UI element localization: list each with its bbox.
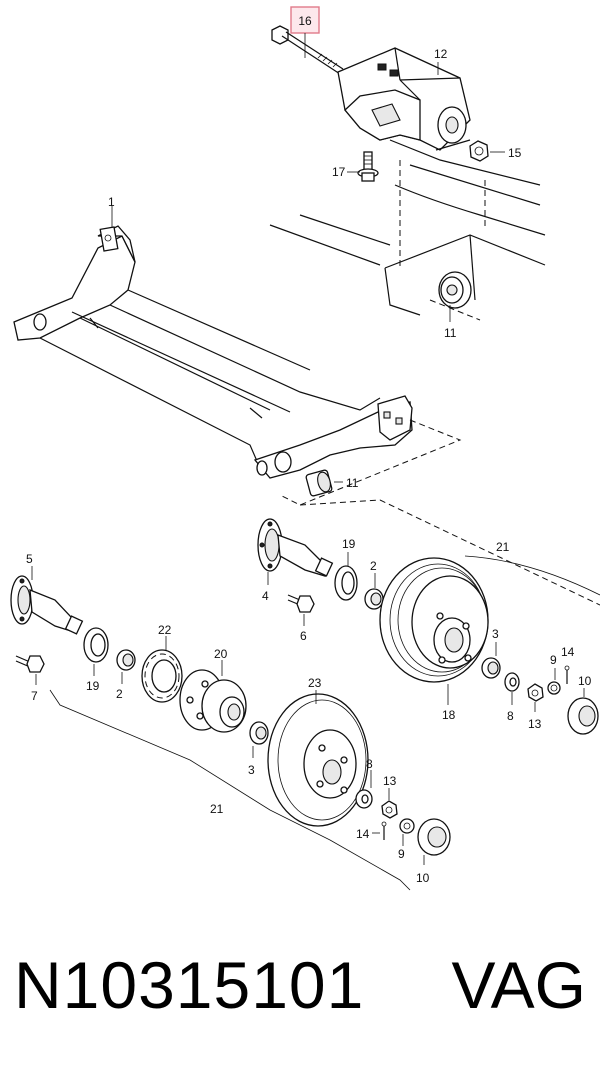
lock-ring-9-upper[interactable] bbox=[547, 681, 561, 695]
nut-13-upper[interactable] bbox=[527, 683, 544, 702]
stub-axle-4[interactable] bbox=[257, 518, 334, 577]
bearing-2-upper[interactable] bbox=[364, 588, 384, 610]
hub-20[interactable] bbox=[179, 669, 247, 733]
callout-15: 15 bbox=[508, 146, 522, 160]
cap-10-upper[interactable] bbox=[567, 697, 599, 735]
part-number-text: N10315101 bbox=[14, 948, 365, 1022]
callout-8-upper: 8 bbox=[507, 709, 514, 723]
callout-13-lower: 13 bbox=[383, 774, 397, 788]
callout-11-lower: 11 bbox=[346, 476, 359, 490]
callout-10-upper: 10 bbox=[578, 674, 592, 688]
abs-ring-22[interactable] bbox=[141, 649, 183, 703]
callout-23: 23 bbox=[308, 676, 322, 690]
exploded-parts-diagram: 16 12 15 17 bbox=[10, 6, 600, 891]
brake-disc-23[interactable] bbox=[267, 693, 369, 827]
seal-19-upper[interactable] bbox=[334, 565, 358, 601]
bushing-11-lower[interactable] bbox=[305, 469, 333, 497]
callout-8-lower: 8 bbox=[366, 757, 373, 771]
callout-14-lower: 14 bbox=[356, 827, 370, 841]
callout-14-upper: 14 bbox=[561, 645, 575, 659]
callout-9-upper: 9 bbox=[550, 653, 557, 667]
callout-11-upper: 11 bbox=[444, 326, 457, 340]
nut-13-lower[interactable] bbox=[381, 800, 398, 819]
cotter-pin-14-lower[interactable] bbox=[381, 821, 387, 840]
washer-8-upper[interactable] bbox=[504, 672, 520, 692]
callout-20: 20 bbox=[214, 647, 228, 661]
lock-ring-9-lower[interactable] bbox=[399, 818, 415, 834]
bolt-7[interactable] bbox=[15, 655, 45, 673]
callout-21-lower: 21 bbox=[210, 802, 224, 816]
bracket-12[interactable] bbox=[337, 47, 471, 151]
brake-drum-18[interactable] bbox=[379, 557, 489, 683]
callout-3-upper: 3 bbox=[492, 627, 499, 641]
callout-13-upper: 13 bbox=[528, 717, 542, 731]
callout-2-lower: 2 bbox=[116, 687, 123, 701]
bearing-3-upper[interactable] bbox=[481, 657, 501, 679]
callout-16: 16 bbox=[298, 14, 312, 28]
callout-18: 18 bbox=[442, 708, 456, 722]
footer: N10315101 VAG bbox=[0, 940, 600, 1040]
callout-19-lower: 19 bbox=[86, 679, 100, 693]
axle-beam-1[interactable] bbox=[13, 225, 413, 479]
callout-21-upper: 21 bbox=[496, 540, 510, 554]
seal-19-lower[interactable] bbox=[83, 627, 109, 663]
bolt-6[interactable] bbox=[287, 594, 315, 613]
callout-17: 17 bbox=[332, 165, 346, 179]
callout-7: 7 bbox=[31, 689, 38, 703]
callout-6: 6 bbox=[300, 629, 307, 643]
bolt-17[interactable] bbox=[357, 151, 379, 182]
callout-12: 12 bbox=[434, 47, 448, 61]
cap-10-lower[interactable] bbox=[417, 818, 451, 856]
bearing-2-lower[interactable] bbox=[116, 649, 136, 671]
callout-3-lower: 3 bbox=[248, 763, 255, 777]
callout-4: 4 bbox=[262, 589, 269, 603]
callout-9-lower: 9 bbox=[398, 847, 405, 861]
bearing-3-lower[interactable] bbox=[249, 721, 269, 745]
callout-2-upper: 2 bbox=[370, 559, 377, 573]
washer-8-lower[interactable] bbox=[355, 789, 373, 809]
nut-15[interactable] bbox=[469, 140, 489, 162]
callout-22: 22 bbox=[158, 623, 172, 637]
highlight-box-16[interactable]: 16 bbox=[290, 6, 320, 34]
bushing-11-upper[interactable] bbox=[438, 271, 472, 309]
callout-10-lower: 10 bbox=[416, 871, 430, 885]
callout-1: 1 bbox=[108, 195, 115, 209]
brand-text: VAG bbox=[451, 948, 586, 1022]
callout-19-upper: 19 bbox=[342, 537, 356, 551]
body-floor-outline bbox=[269, 139, 546, 321]
stub-axle-5[interactable] bbox=[10, 575, 84, 635]
cotter-pin-14-upper[interactable] bbox=[564, 665, 570, 684]
callout-5: 5 bbox=[26, 552, 33, 566]
bolt-16[interactable] bbox=[271, 25, 344, 75]
